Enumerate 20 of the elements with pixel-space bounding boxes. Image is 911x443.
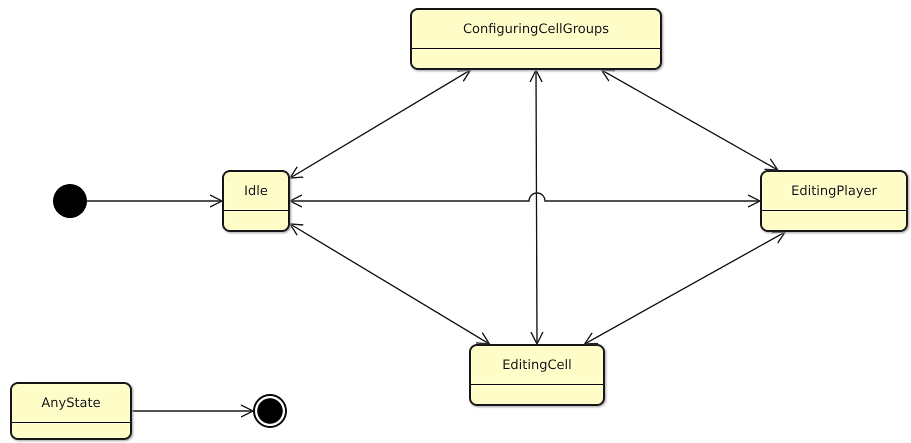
state-name: ConfiguringCellGroups — [462, 22, 610, 36]
transition-arrow — [600, 69, 778, 171]
state-box — [222, 170, 290, 232]
transition-arrow — [87, 194, 223, 208]
state-box — [410, 8, 662, 70]
transition-arrow — [289, 223, 490, 345]
transition-arrow — [584, 231, 786, 345]
state-name: EditingCell — [502, 358, 572, 372]
transition-arrow — [529, 69, 544, 345]
transition-arrow — [289, 69, 472, 179]
state-box — [10, 382, 132, 440]
state-name: EditingPlayer — [791, 184, 877, 198]
state-name: Idle — [244, 184, 268, 198]
transition-arrow — [289, 192, 761, 208]
initial-state-dot — [53, 184, 87, 218]
state-box — [469, 344, 605, 406]
transition-arrow — [132, 404, 254, 418]
state-box — [760, 170, 908, 232]
final-state-marker — [253, 394, 287, 428]
state-name: AnyState — [41, 396, 101, 410]
